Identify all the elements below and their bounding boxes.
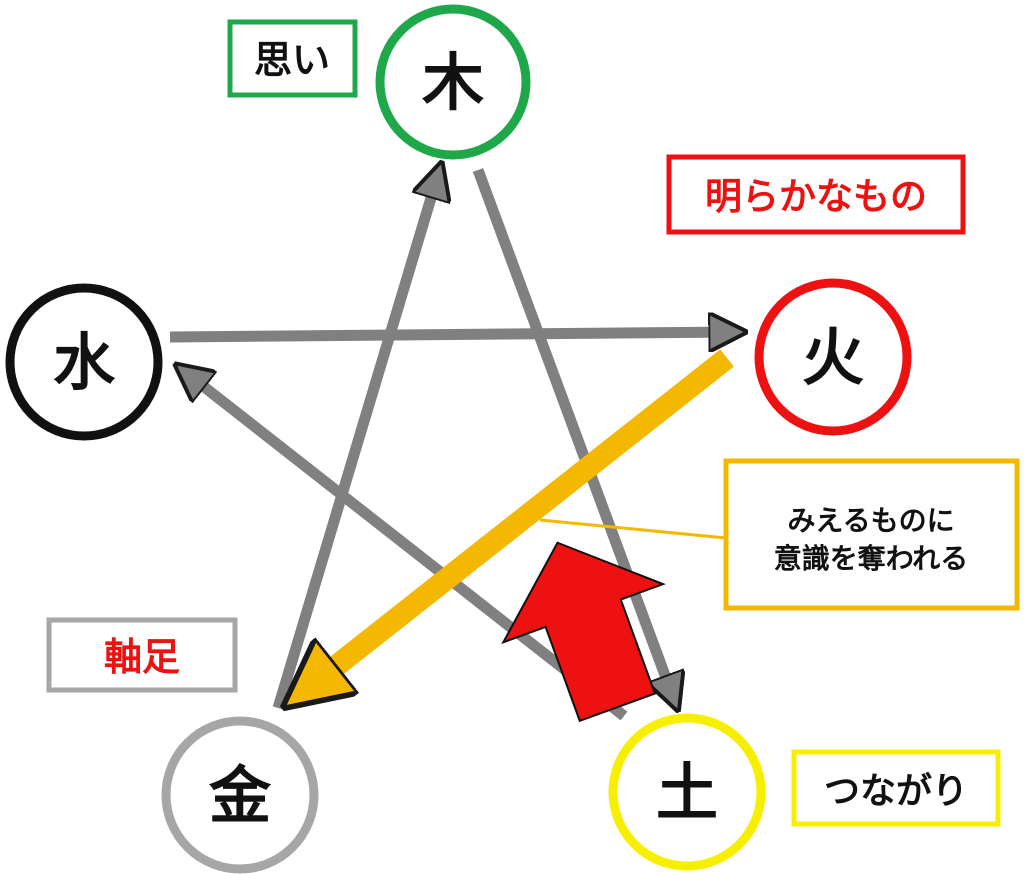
tag-wood: 思い <box>227 19 358 98</box>
node-fire: 火 <box>754 278 912 436</box>
node-wood: 木 <box>375 4 531 160</box>
arrow-metal-to-wood <box>272 168 440 710</box>
arrow-wood-to-earth <box>472 168 676 705</box>
earth-circle <box>608 713 766 871</box>
callout-box: みえるものに 意識を奪われる <box>723 458 1020 611</box>
arrow-fire-to-metal <box>293 349 734 700</box>
tag-wood-text: 思い <box>254 38 330 82</box>
tag-metal: 軸足 <box>46 617 238 693</box>
tag-earth: つながり <box>791 749 1001 827</box>
tag-fire: 明らかなもの <box>666 154 966 235</box>
arrow-water-to-fire <box>169 332 740 337</box>
water-label: 水 <box>53 326 116 399</box>
arrow-earth-to-water <box>180 368 628 721</box>
fire-circle <box>754 278 912 436</box>
tag-earth-text: つながり <box>824 771 968 812</box>
big-red-arrow <box>501 541 666 723</box>
metal-circle <box>161 716 319 874</box>
metal-label: 金 <box>208 759 272 832</box>
callout-line-2: 意識を奪われる <box>774 542 969 575</box>
node-earth: 土 <box>608 713 766 871</box>
node-metal: 金 <box>161 716 319 874</box>
wood-label: 木 <box>422 46 484 119</box>
earth-label: 土 <box>656 756 718 829</box>
water-circle <box>5 283 163 441</box>
tag-fire-text: 明らかなもの <box>705 175 927 218</box>
callout-line-1: みえるものに <box>787 504 954 537</box>
wood-circle <box>375 4 531 160</box>
tag-metal-text: 軸足 <box>104 635 180 679</box>
node-water: 水 <box>5 283 163 441</box>
fire-label: 火 <box>802 321 864 394</box>
callout-connector <box>539 518 727 540</box>
